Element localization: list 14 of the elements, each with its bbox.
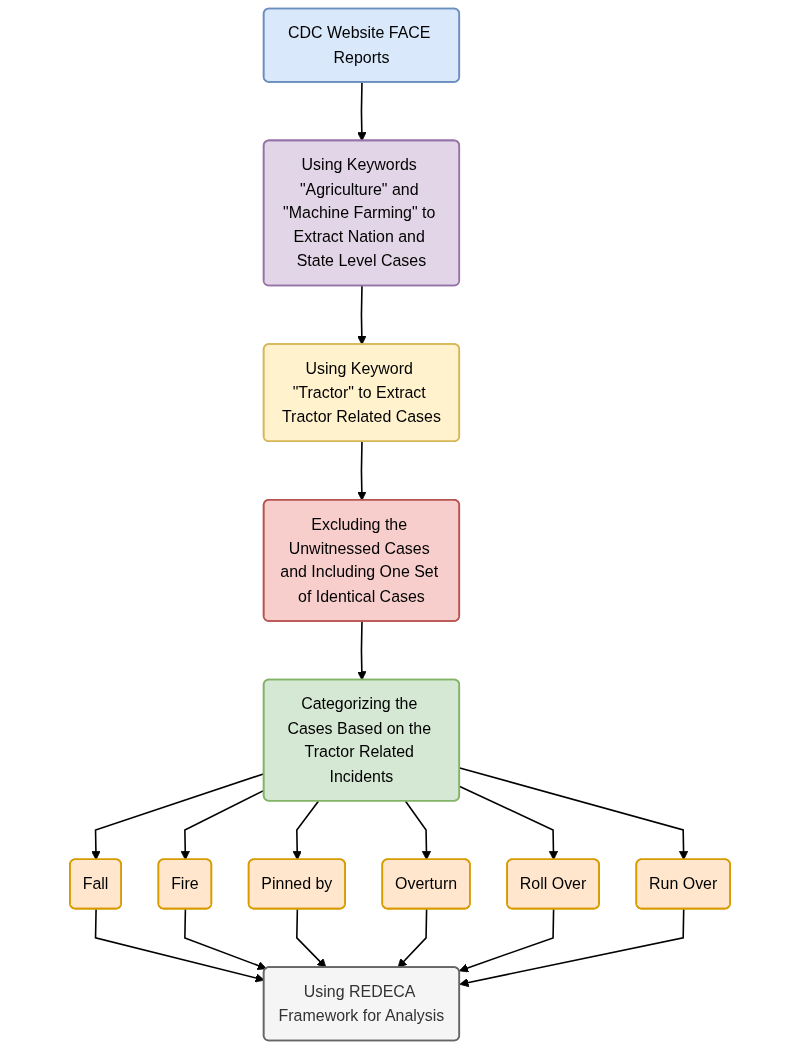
arrow (357, 441, 367, 501)
arrow (459, 785, 559, 861)
arrow (94, 908, 265, 983)
arrow (397, 908, 428, 969)
arrow (458, 908, 555, 973)
arrow (404, 800, 432, 861)
arrow (184, 908, 267, 971)
arrow (459, 767, 689, 861)
arrow (357, 620, 367, 681)
arrow (296, 908, 327, 969)
arrow (292, 800, 320, 861)
arrow (357, 81, 367, 142)
arrow (357, 285, 367, 345)
arrow (459, 908, 685, 988)
